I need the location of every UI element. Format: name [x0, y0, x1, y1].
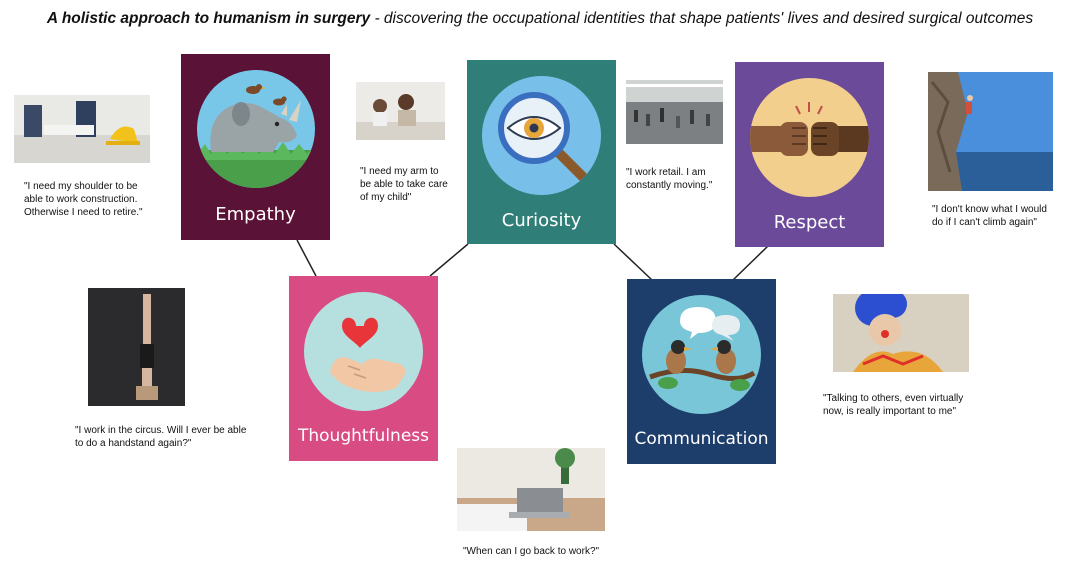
- climb-quote: "I don't know what I would do if I can't…: [932, 204, 1047, 228]
- respect-card: Respect: [735, 62, 884, 247]
- communication-card: Communication: [627, 279, 776, 464]
- retail-quote: "I work retail. I am constantly moving.": [626, 167, 713, 191]
- empathy-disc: [197, 70, 315, 188]
- rhino-with-bird-icon: [197, 84, 315, 188]
- respect-disc: [750, 78, 869, 197]
- thoughtfulness-label: Thoughtfulness: [298, 426, 429, 446]
- curiosity-card: Curiosity: [467, 60, 616, 244]
- communication-disc: [642, 295, 761, 414]
- curiosity-label: Curiosity: [501, 210, 582, 231]
- work-quote: "When can I go back to work?": [463, 546, 600, 557]
- fist-bump-icon: [750, 102, 869, 156]
- connector-respect-communication: [732, 245, 769, 281]
- curiosity-disc: [482, 76, 601, 195]
- thoughtfulness-disc: [304, 292, 423, 411]
- construction-photo: [14, 95, 150, 163]
- circus-photo: [88, 288, 185, 406]
- connector-curiosity-communication: [613, 243, 653, 281]
- connector-curiosity-thoughtfulness: [429, 243, 469, 277]
- connector-empathy-thoughtfulness: [296, 239, 317, 277]
- empathy-card: Empathy: [181, 54, 330, 240]
- title-bold: A holistic approach to humanism in surge…: [46, 10, 371, 27]
- magnifying-glass-eye-icon: [498, 92, 589, 183]
- construction-quote: "I need my shoulder to be able to work c…: [24, 181, 143, 218]
- hand-with-heart-icon: [330, 317, 406, 392]
- communication-label: Communication: [634, 429, 769, 449]
- circus-quote: "I work in the circus. Will I ever be ab…: [75, 425, 247, 449]
- empathy-label: Empathy: [215, 204, 296, 225]
- clown-photo: [833, 294, 969, 372]
- clown-quote: "Talking to others, even virtually now, …: [823, 393, 964, 417]
- retail-photo: [626, 80, 723, 144]
- respect-label: Respect: [773, 212, 846, 233]
- thoughtfulness-card: Thoughtfulness: [289, 276, 438, 461]
- two-birds-talking-icon: [649, 307, 756, 391]
- diagram-title: A holistic approach to humanism in surge…: [0, 10, 1080, 28]
- child-photo: [356, 82, 445, 140]
- climb-photo: [928, 72, 1053, 191]
- work-photo: [457, 448, 605, 531]
- child-quote: "I need my arm to be able to take care o…: [360, 166, 448, 203]
- title-rest: - discovering the occupational identitie…: [370, 10, 1034, 27]
